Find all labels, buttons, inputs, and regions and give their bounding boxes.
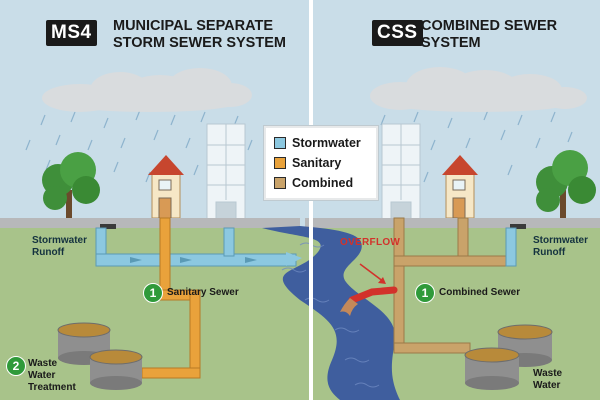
- tree-right: [536, 150, 596, 218]
- left-treatment-line3: Treatment: [28, 382, 76, 393]
- treatment-tank-left-2: [89, 349, 143, 390]
- left-treatment-line2: Water: [28, 370, 56, 381]
- left-treatment-line1: Waste: [28, 358, 58, 369]
- river: [262, 226, 400, 400]
- street-right: [305, 218, 600, 228]
- left-title-line1: MUNICIPAL SEPARATE: [113, 18, 274, 34]
- tree-left: [42, 152, 100, 218]
- right-runoff-label: Stormwater Runoff: [533, 235, 588, 259]
- left-sewer-number: 1: [143, 283, 163, 303]
- left-treatment-label: Waste Water Treatment: [28, 358, 76, 394]
- right-title: COMBINED SEWER SYSTEM: [421, 18, 557, 52]
- house-left: [148, 155, 184, 219]
- legend-label-combined: Combined: [292, 176, 354, 190]
- left-runoff-line2: Runoff: [32, 247, 65, 258]
- overflow-label: OVERFLOW: [340, 237, 401, 248]
- treatment-tank-right-2: [464, 347, 520, 390]
- left-runoff-label: Stormwater Runoff: [32, 235, 87, 259]
- right-runoff-line2: Runoff: [533, 247, 566, 258]
- legend-swatch-combined: [274, 177, 286, 189]
- right-sewer-number: 1: [415, 283, 435, 303]
- left-sewer-label: Sanitary Sewer: [167, 287, 239, 298]
- combined-pipe-right: [393, 217, 517, 354]
- css-badge: CSS: [372, 20, 423, 46]
- cloud-right: [370, 67, 587, 112]
- storm-drain-left: [100, 224, 116, 229]
- legend-item-stormwater: Stormwater: [274, 133, 368, 153]
- right-treatment-line1: Waste: [533, 368, 563, 379]
- ms4-badge: MS4: [46, 20, 97, 46]
- legend-item-sanitary: Sanitary: [274, 153, 368, 173]
- house-right: [442, 155, 478, 219]
- right-runoff-line1: Stormwater: [533, 235, 589, 246]
- storm-drain-right: [510, 224, 526, 229]
- left-treatment-number: 2: [6, 356, 26, 376]
- legend: Stormwater Sanitary Combined: [264, 126, 378, 200]
- right-title-line2: SYSTEM: [421, 35, 481, 51]
- street-left: [0, 218, 300, 228]
- cloud-left: [42, 68, 252, 112]
- legend-label-stormwater: Stormwater: [292, 136, 361, 150]
- right-sewer-label: Combined Sewer: [439, 287, 521, 298]
- overflow-discharge: [340, 263, 398, 316]
- left-title: MUNICIPAL SEPARATE STORM SEWER SYSTEM: [113, 18, 286, 52]
- legend-item-combined: Combined: [274, 173, 368, 193]
- building-left: [206, 123, 246, 221]
- left-treatment-callout: 2: [6, 356, 26, 376]
- legend-swatch-stormwater: [274, 137, 286, 149]
- left-runoff-line1: Stormwater: [32, 235, 88, 246]
- legend-label-sanitary: Sanitary: [292, 156, 342, 170]
- left-title-line2: STORM SEWER SYSTEM: [113, 35, 286, 51]
- right-treatment-label: Waste Water: [533, 368, 562, 392]
- right-title-line1: COMBINED SEWER: [421, 18, 558, 34]
- stormwater-pipe-left: [95, 227, 302, 267]
- left-sewer-callout: 1 Sanitary Sewer: [143, 283, 239, 303]
- building-right: [381, 123, 421, 221]
- right-sewer-callout: 1 Combined Sewer: [415, 283, 520, 303]
- right-treatment-line2: Water: [533, 380, 561, 391]
- legend-swatch-sanitary: [274, 157, 286, 169]
